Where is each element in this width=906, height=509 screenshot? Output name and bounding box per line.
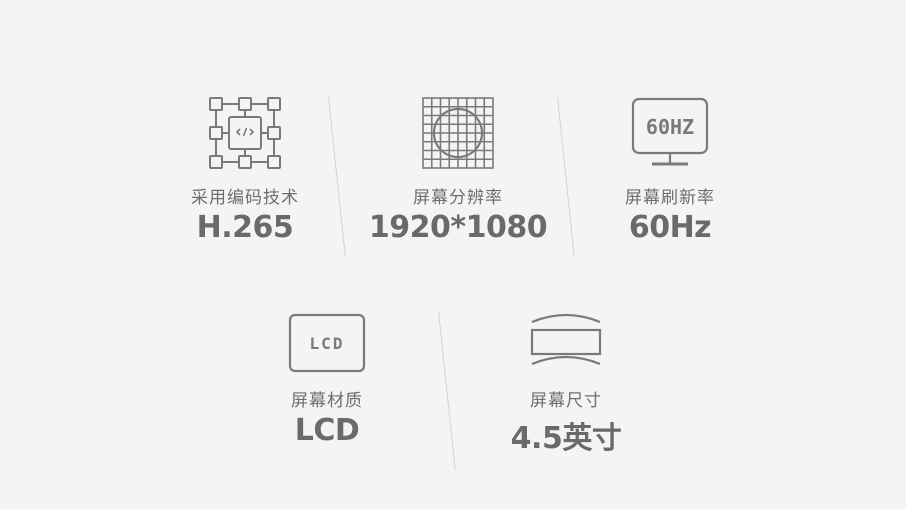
spec-value: 1920*1080	[368, 210, 548, 245]
spec-refresh-rate: 60HZ 屏幕刷新率 60Hz	[570, 95, 770, 245]
screen-size-icon	[530, 313, 602, 366]
spec-resolution: 屏幕分辨率 1920*1080	[358, 95, 558, 245]
spec-label: 屏幕分辨率	[413, 188, 503, 208]
spec-value: H.265	[196, 210, 294, 245]
spec-value: 4.5英寸	[510, 421, 622, 456]
pixel-grid-icon	[422, 97, 494, 169]
spec-material: LCD 屏幕材质 LCD	[227, 312, 427, 448]
lcd-panel-icon: LCD	[288, 313, 366, 373]
divider	[438, 310, 456, 471]
spec-label: 采用编码技术	[191, 188, 299, 208]
spec-label: 屏幕材质	[291, 391, 363, 411]
spec-value: LCD	[294, 413, 360, 448]
spec-label: 屏幕尺寸	[530, 391, 602, 411]
spec-label: 屏幕刷新率	[625, 188, 715, 208]
spec-encoding: 采用编码技术 H.265	[145, 95, 345, 245]
monitor-60hz-icon: 60HZ	[631, 97, 709, 166]
encoding-chip-icon	[209, 97, 281, 169]
monitor-60hz-text: 60HZ	[646, 115, 694, 139]
spec-size: 屏幕尺寸 4.5英寸	[466, 312, 666, 457]
lcd-panel-text: LCD	[310, 334, 345, 353]
spec-value: 60Hz	[628, 210, 712, 245]
